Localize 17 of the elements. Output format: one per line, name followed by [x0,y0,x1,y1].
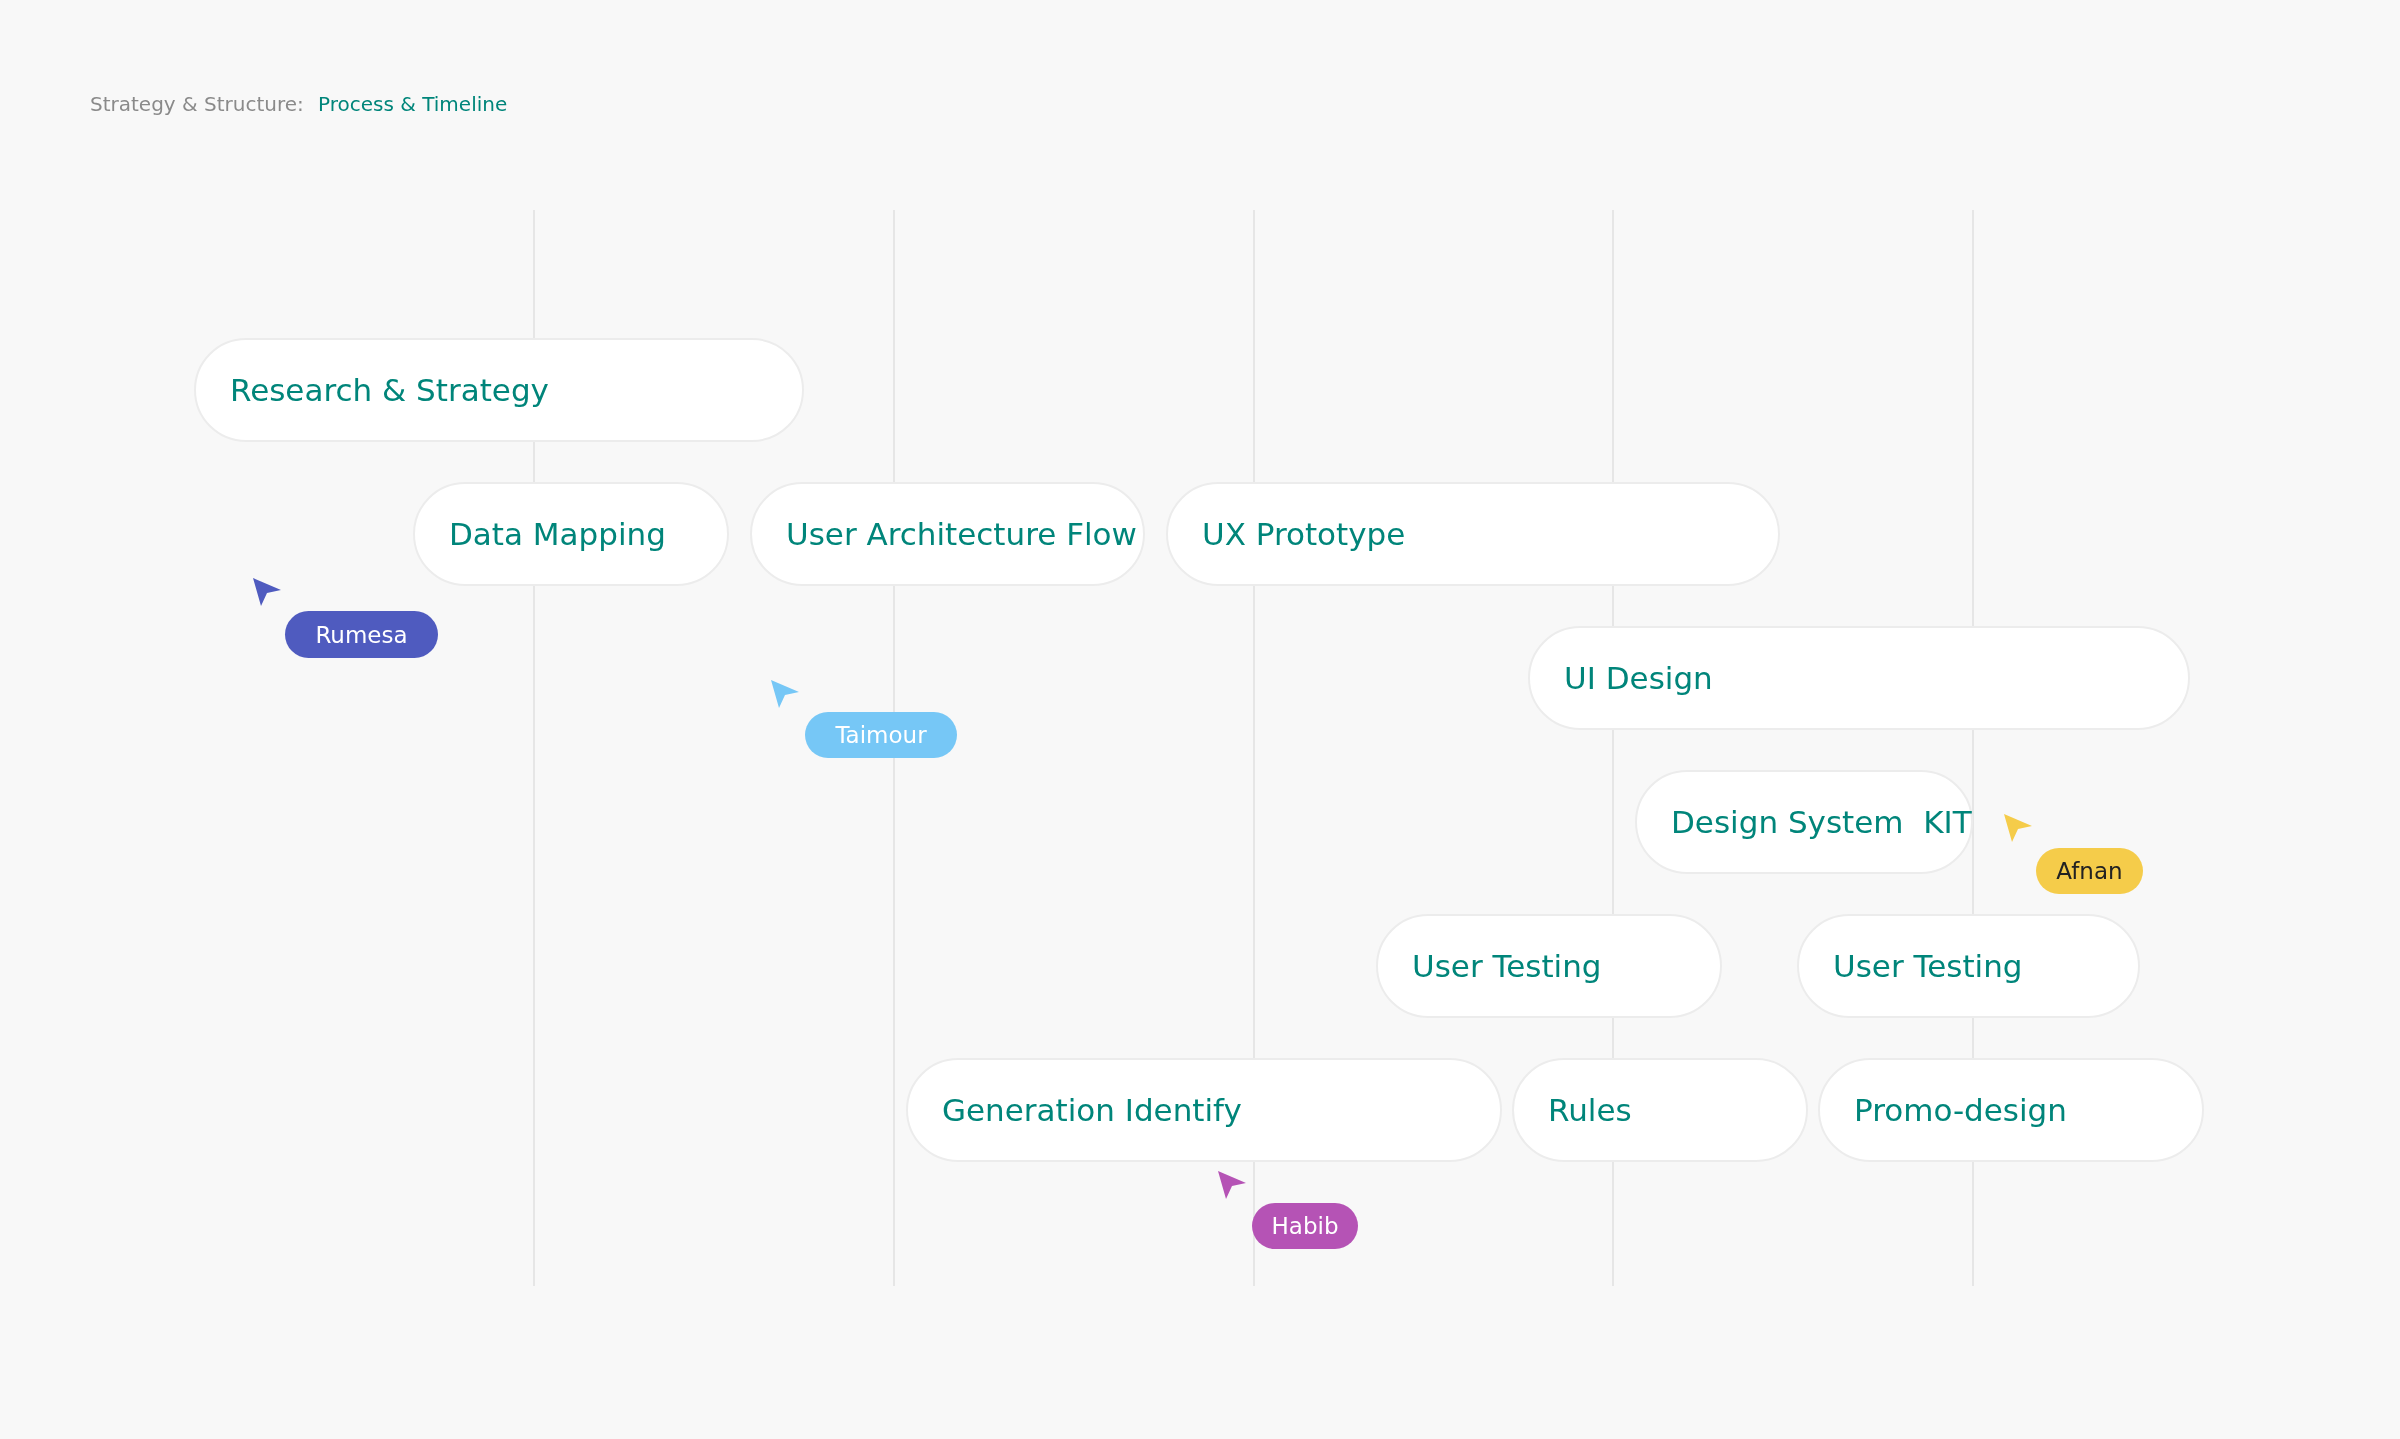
task-bar: User Testing [1797,914,2140,1018]
task-bar: UI Design [1528,626,2190,730]
task-bar: Research & Strategy [194,338,804,442]
name-tag: Habib [1252,1203,1358,1249]
task-bar: Data Mapping [413,482,729,586]
task-bar: Promo-design [1818,1058,2204,1162]
name-tag: Afnan [2036,848,2143,894]
task-bar: UX Prototype [1166,482,1780,586]
task-bar: User Architecture Flow [750,482,1145,586]
task-bar: Design System KIT [1635,770,1973,874]
task-bar: Generation Identify [906,1058,1502,1162]
page-title: Process & Timeline [318,92,508,116]
name-tag: Taimour [805,712,957,758]
name-tag: Rumesa [285,611,438,658]
task-bar: Rules [1512,1058,1808,1162]
task-bar: User Testing [1376,914,1722,1018]
breadcrumb-text: Strategy & Structure: [90,92,304,116]
